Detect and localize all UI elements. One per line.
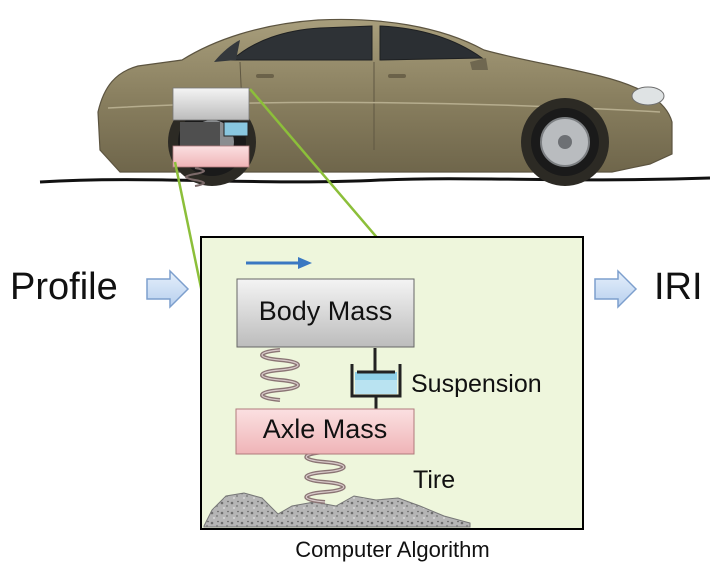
- cutaway-damper: [223, 121, 249, 137]
- direction-arrow: [246, 257, 312, 269]
- axle-mass-block: [235, 408, 415, 455]
- tire-label: Tire: [413, 466, 456, 494]
- algorithm-caption: Computer Algorithm: [295, 537, 490, 562]
- output-label: IRI: [654, 266, 703, 308]
- car-door-handle: [256, 74, 274, 78]
- input-flow-arrow: [146, 269, 190, 309]
- cutaway-body-block: [172, 87, 250, 121]
- output-flow-arrow: [594, 269, 638, 309]
- axle-mass-label: Axle Mass: [262, 414, 388, 444]
- car-window: [230, 25, 373, 61]
- car-illustration: [39, 18, 710, 186]
- car-side-mirror: [470, 58, 488, 70]
- cutaway-axle-block: [172, 145, 250, 168]
- road-line: [39, 176, 710, 184]
- body-mass-block: [236, 278, 415, 348]
- cutaway-spring: [185, 167, 205, 187]
- suspension-label: Suspension: [411, 370, 542, 398]
- input-label: Profile: [10, 266, 118, 308]
- car-window-rear: [379, 25, 484, 61]
- car-window-front: [214, 40, 240, 62]
- car-headlight: [631, 86, 665, 106]
- body-mass-label: Body Mass: [258, 296, 393, 326]
- road-profile-ground: [203, 492, 471, 528]
- damper-dashpot: [350, 348, 402, 410]
- car-door-handle: [388, 74, 406, 78]
- suspension-cutaway-inset: [172, 87, 250, 187]
